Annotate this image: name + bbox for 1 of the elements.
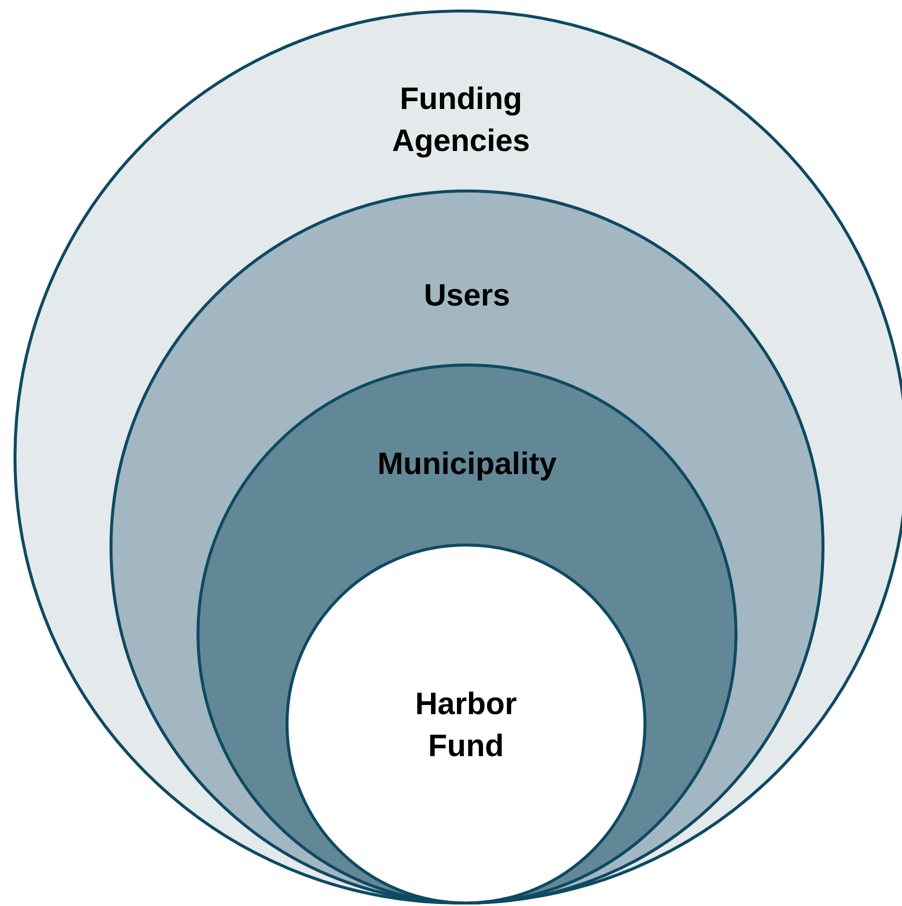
node-label: Harbor Fund [417,692,516,756]
